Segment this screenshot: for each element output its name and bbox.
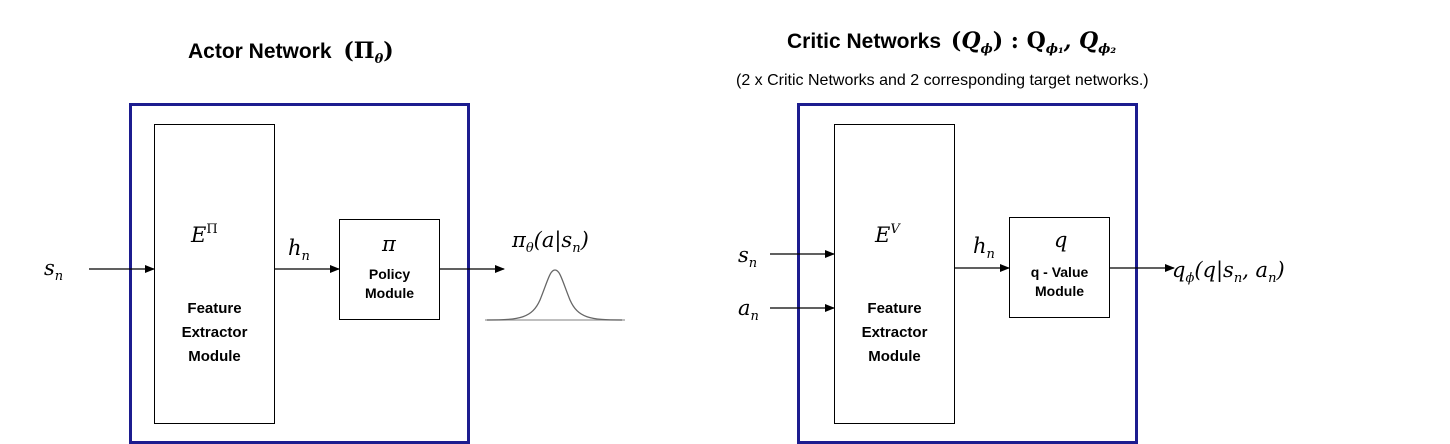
- critic-q-label-line2: Module: [1035, 283, 1084, 299]
- actor-encoder-symbol: EΠ: [191, 222, 218, 247]
- critic-encoder-label-line3: Module: [868, 348, 921, 365]
- critic-input-a-main: a: [738, 296, 751, 320]
- actor-title-symbol-sub: θ: [374, 52, 384, 67]
- critic-output-close: , a: [1242, 258, 1269, 282]
- critic-title: Critic Networks ((QQϕ) : Qϕ₁, Qϕ₂: [787, 28, 1117, 57]
- critic-output-pre: q: [1172, 258, 1186, 282]
- actor-encoder-label: Feature Extractor Module: [155, 297, 274, 369]
- critic-output-end: ): [1276, 258, 1285, 282]
- critic-encoder-symbol-sup: V: [890, 222, 900, 237]
- critic-output-post-sub: n: [1233, 271, 1243, 286]
- actor-network-frame: [129, 103, 470, 444]
- critic-network-frame: [797, 103, 1138, 444]
- critic-input-a-label: an: [738, 296, 759, 324]
- critic-hidden-sub: n: [986, 247, 995, 262]
- actor-title-symbol-main: (Π: [343, 38, 375, 64]
- critic-encoder-label: Feature Extractor Module: [835, 297, 954, 369]
- critic-title-mid: ) : Q: [992, 28, 1046, 54]
- actor-encoder-symbol-sup: Π: [206, 222, 218, 237]
- actor-output-label: πθ(a|sn): [512, 228, 589, 256]
- critic-encoder-symbol-main: E: [875, 223, 891, 247]
- critic-title-q-sub: ϕ: [980, 42, 993, 57]
- actor-encoder-label-line2: Extractor: [181, 324, 248, 341]
- actor-feature-extractor-box: EΠ Feature Extractor Module: [154, 124, 275, 424]
- actor-output-pre: π: [512, 228, 526, 252]
- actor-output-close: ): [580, 228, 589, 252]
- actor-hidden-main: h: [288, 236, 302, 260]
- critic-encoder-symbol: EV: [875, 222, 900, 247]
- actor-output-post-sub: n: [572, 241, 581, 256]
- actor-encoder-label-line3: Module: [188, 348, 241, 365]
- critic-output-pre-sub: ϕ: [1185, 271, 1195, 286]
- critic-input-s-sub: n: [748, 256, 758, 271]
- actor-policy-label: Policy Module: [340, 265, 439, 303]
- actor-policy-label-line2: Module: [365, 285, 414, 301]
- actor-title-text: Actor Network: [188, 40, 332, 63]
- critic-q-label-line1: q - Value: [1030, 264, 1089, 280]
- critic-q-label: q - Value Module: [1010, 263, 1109, 301]
- critic-input-a-sub: n: [750, 309, 759, 324]
- critic-q-value-module-box: q q - Value Module: [1009, 217, 1110, 318]
- critic-output-label: qϕ(q|sn, an): [1172, 258, 1285, 286]
- critic-hidden-label: hn: [973, 234, 995, 262]
- gaussian-distribution-curve: [486, 269, 623, 321]
- actor-hidden-sub: n: [301, 249, 310, 264]
- critic-feature-extractor-box: EV Feature Extractor Module: [834, 124, 955, 424]
- critic-encoder-label-line1: Feature: [867, 300, 922, 317]
- critic-title-comma: , Q: [1063, 28, 1099, 54]
- actor-encoder-label-line1: Feature: [187, 300, 242, 317]
- critic-encoder-label-line2: Extractor: [861, 324, 928, 341]
- critic-title-q2-sub: ϕ₂: [1098, 42, 1117, 57]
- actor-policy-symbol: π: [382, 232, 396, 256]
- critic-hidden-main: h: [973, 234, 987, 258]
- critic-title-text: Critic Networks: [787, 30, 942, 53]
- critic-input-s-main: s: [738, 243, 749, 267]
- critic-output-close-sub: n: [1268, 271, 1277, 286]
- critic-output-post: (q|s: [1194, 258, 1234, 282]
- critic-title-q1-sub: ϕ₁: [1045, 42, 1064, 57]
- actor-output-pre-sub: θ: [525, 241, 534, 256]
- actor-input-sub: n: [54, 269, 64, 284]
- actor-input-main: s: [44, 256, 55, 280]
- actor-output-post: (a|s: [533, 228, 573, 252]
- actor-policy-module-box: π Policy Module: [339, 219, 440, 320]
- critic-input-s-label: sn: [738, 243, 757, 271]
- actor-policy-label-line1: Policy: [368, 266, 411, 282]
- actor-input-label: sn: [44, 256, 63, 284]
- actor-title: Actor Network (Πθ): [188, 38, 394, 67]
- actor-title-symbol: (Πθ): [343, 38, 394, 67]
- actor-title-symbol-close: ): [383, 38, 394, 64]
- actor-encoder-symbol-main: E: [191, 223, 207, 247]
- critic-note: (2 x Critic Networks and 2 corresponding…: [736, 72, 1149, 89]
- critic-q-symbol: q: [1054, 228, 1068, 252]
- actor-hidden-label: hn: [288, 236, 310, 264]
- critic-title-symbol: ((QQϕ) : Qϕ₁, Qϕ₂: [950, 28, 1117, 57]
